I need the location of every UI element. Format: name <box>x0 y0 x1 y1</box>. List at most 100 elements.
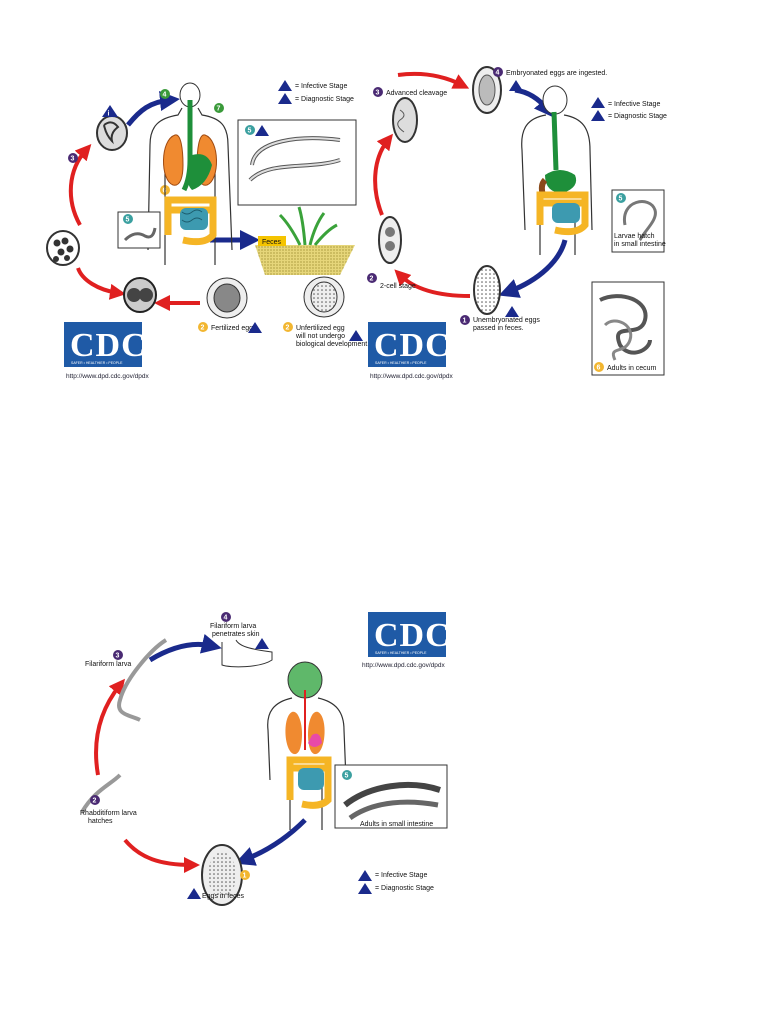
human-body-figure <box>521 85 593 255</box>
foot-icon <box>221 639 273 668</box>
fertilized-egg-label: Fertilized egg <box>211 325 253 332</box>
step-number: 6 <box>597 365 601 372</box>
diagnostic-stage-icon <box>591 110 605 121</box>
step-number: 4 <box>496 70 500 77</box>
adult-worms-inset: 5 <box>237 119 357 206</box>
egg-cleavage-icon <box>46 230 80 266</box>
step-number: 2 <box>370 276 374 283</box>
filariform-label: Filariform larva <box>85 661 131 668</box>
red-arrow <box>394 269 471 298</box>
larvae-label-2: in small intestine <box>614 241 666 248</box>
egg-two-cell-icon <box>123 277 157 313</box>
cdc-logo: CDC SAFER • HEALTHIER • PEOPLE <box>64 322 147 367</box>
soil-grass: Feces <box>255 206 355 275</box>
egg-icon <box>473 265 501 315</box>
larvae-label: Larvae hatch <box>614 233 655 240</box>
step-number: 7 <box>217 106 221 113</box>
unfertilized-egg-icon <box>310 281 338 313</box>
diagnostic-stage-icon <box>278 93 292 104</box>
blue-arrow <box>148 633 222 663</box>
legend-infective: = Infective Stage <box>608 101 660 108</box>
step-number: 3 <box>116 653 120 660</box>
unfertilized-egg-label: Unfertilized egg <box>296 325 345 332</box>
larva-inset: 5 <box>117 211 161 249</box>
legend-diagnostic: = Diagnostic Stage <box>608 113 667 120</box>
panel-ascaris: 3 4 7 6 i 5 5 <box>46 80 369 380</box>
red-arrow <box>94 678 125 776</box>
red-arrow <box>123 838 200 873</box>
fertilized-egg-icon <box>213 283 241 313</box>
step-number: 4 <box>163 92 167 99</box>
step-number: 5 <box>619 196 623 203</box>
cdc-logo-text: CDC <box>374 327 451 364</box>
cdc-logo-text: CDC <box>374 617 451 654</box>
rhabditiform-label-2: hatches <box>88 818 113 825</box>
step-number: 5 <box>345 773 349 780</box>
step-number: 4 <box>224 615 228 622</box>
filariform-penetrates-label-2: penetrates skin <box>212 631 260 638</box>
step-number: 2 <box>286 325 290 332</box>
blue-arrow <box>234 818 307 866</box>
step-number: 2 <box>201 325 205 332</box>
unembryonated-label: Unembryonated eggs <box>473 317 540 324</box>
rhabditiform-larva-icon <box>80 773 122 814</box>
red-arrow <box>397 71 470 89</box>
panel-strongyloides: 4 Filariform larva penetrates skin 3 Fil… <box>80 612 451 906</box>
red-arrow <box>68 144 92 226</box>
adults-inset: 6 Adults in cecum <box>591 281 665 376</box>
cdc-logo-text: CDC <box>70 327 147 364</box>
step-number: 3 <box>71 156 75 163</box>
unfertilized-egg-label-3: biological development. <box>296 341 369 348</box>
step-number: 3 <box>376 90 380 97</box>
eggs-feces-label: Eggs in feces <box>202 893 245 900</box>
cdc-tagline: SAFER • HEALTHIER • PEOPLE <box>71 361 123 365</box>
filariform-larva-icon <box>117 638 168 722</box>
cdc-tagline: SAFER • HEALTHIER • PEOPLE <box>375 361 427 365</box>
step-number: 1 <box>243 873 247 880</box>
unembryonated-label-2: passed in feces. <box>473 325 524 332</box>
red-arrow <box>373 133 393 216</box>
embryonated-label: Embryonated eggs are ingested. <box>506 70 607 77</box>
advanced-cleavage-label: Advanced cleavage <box>386 90 447 97</box>
cdc-tagline: SAFER • HEALTHIER • PEOPLE <box>375 651 427 655</box>
human-body-figure <box>267 661 347 830</box>
infective-stage-icon: i <box>108 111 110 118</box>
egg-icon <box>392 97 418 143</box>
rhabditiform-label: Rhabditiform larva <box>80 810 137 817</box>
step-number: 5 <box>248 128 252 135</box>
step-number: 1 <box>463 318 467 325</box>
egg-icon <box>378 216 402 264</box>
cdc-logo: CDC SAFER • HEALTHIER • PEOPLE <box>368 612 451 657</box>
egg-icon <box>472 66 502 114</box>
step-number: 5 <box>126 217 130 224</box>
cdc-logo: CDC SAFER • HEALTHIER • PEOPLE <box>368 322 451 367</box>
cdc-url: http://www.dpd.cdc.gov/dpdx <box>370 373 453 380</box>
step-number: 2 <box>93 798 97 805</box>
legend-diagnostic: = Diagnostic Stage <box>295 96 354 103</box>
unfertilized-egg-label-2: will not undergo <box>295 333 345 340</box>
infective-stage-icon <box>591 97 605 108</box>
cdc-url: http://www.dpd.cdc.gov/dpdx <box>66 373 149 380</box>
adults-label: Adults in cecum <box>607 365 657 372</box>
legend-infective: = Infective Stage <box>375 872 427 879</box>
feces-label: Feces <box>262 239 282 246</box>
filariform-penetrates-label: Filariform larva <box>210 623 256 630</box>
adults-label: Adults in small intestine <box>360 821 433 828</box>
two-cell-label: 2-cell stage <box>380 283 416 290</box>
infective-stage-icon <box>278 80 292 91</box>
red-arrow <box>76 267 126 300</box>
cdc-url: http://www.dpd.cdc.gov/dpdx <box>362 662 445 669</box>
embryonated-egg-icon <box>96 115 128 151</box>
legend-diagnostic: = Diagnostic Stage <box>375 885 434 892</box>
egg-icon <box>201 844 243 906</box>
infective-stage-icon <box>358 870 372 881</box>
panel-trichuris: 4 Embryonated eggs are ingested. 3 Advan… <box>367 66 667 380</box>
blue-arrow <box>498 239 568 298</box>
diagnostic-stage-icon <box>358 883 372 894</box>
legend-infective: = Infective Stage <box>295 83 347 90</box>
blue-arrow <box>126 91 180 127</box>
adults-inset: 5 Adults in small intestine <box>334 764 448 829</box>
larvae-inset: 5 Larvae hatch in small intestine <box>611 189 666 253</box>
human-body-figure <box>147 82 233 265</box>
